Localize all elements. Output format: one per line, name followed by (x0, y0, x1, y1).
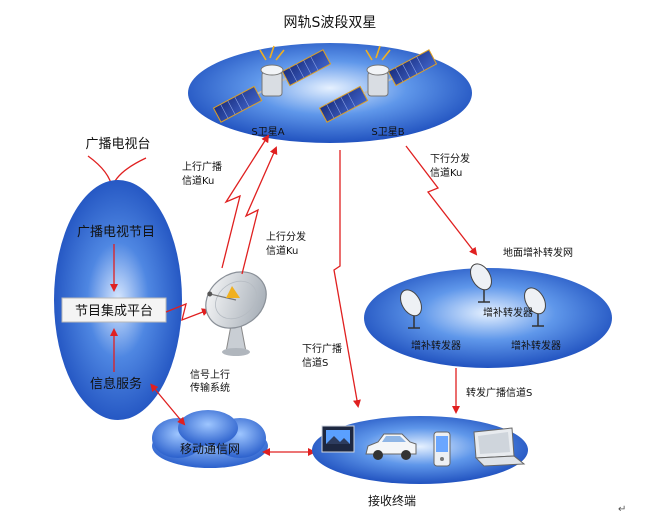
car-icon (365, 433, 417, 460)
satellite-a-icon (212, 45, 332, 123)
uplink-dish-icon (205, 271, 267, 356)
mobile-phone-icon (433, 431, 451, 467)
repeater-label-right: 增补转发器 (511, 339, 561, 352)
vehicle-screen-icon (321, 425, 355, 453)
satellite-a-label: S卫星A (251, 126, 284, 138)
repeater-dish-right-icon (524, 287, 546, 327)
downlink-distribution-label-line1: 下行分发 (430, 152, 470, 165)
repeater-dish-center-icon (470, 263, 492, 303)
repeater-label-center: 增补转发器 (483, 306, 533, 319)
integration-platform-label: 节目集成平台 (75, 303, 153, 319)
terminals-label: 接收终端 (368, 493, 416, 508)
laptop-icon (473, 427, 526, 467)
uplink-distribution-label-line1: 上行分发 (266, 230, 306, 243)
mobile-network-cloud-icon (152, 410, 268, 468)
repeater-label-left: 增补转发器 (411, 339, 461, 352)
uplink-system-label-line1: 信号上行 (190, 368, 230, 381)
uplink-broadcast-label-line1: 上行广播 (182, 160, 222, 173)
downlink-distribution-bolt (405, 145, 478, 256)
footer-return-mark: ↵ (618, 504, 626, 515)
repeater-dish-left-icon (400, 289, 422, 329)
integration-platform-box (61, 297, 167, 323)
program-content-label: 广播电视节目 (77, 225, 155, 240)
info-to-mobile-arrow (150, 383, 186, 426)
uplink-system-label-line2: 传输系统 (190, 381, 230, 394)
downlink-distribution-label-line2: 信道Ku (430, 166, 462, 179)
ground-network-ellipse (364, 268, 612, 368)
satellite-b-label: S卫星B (371, 126, 404, 138)
uplink-broadcast-label-line2: 信道Ku (182, 174, 214, 187)
info-service-label: 信息服务 (90, 376, 142, 392)
downlink-broadcast-label-line2: 信道S (302, 356, 328, 369)
platform-to-uplink-link (165, 302, 210, 322)
uplink-distribution-bolt (241, 146, 278, 275)
broadcast-station-label: 广播电视台 (85, 137, 150, 152)
downlink-broadcast-bolt (333, 150, 361, 408)
downlink-broadcast-label-line1: 下行广播 (302, 342, 342, 355)
uplink-broadcast-bolt (221, 134, 270, 269)
diagram-title: 网轨S波段双星 (284, 15, 377, 31)
mobile-network-label: 移动通信网 (180, 442, 240, 456)
uplink-distribution-label-line2: 信道Ku (266, 244, 298, 257)
ground-network-title: 地面增补转发网 (503, 246, 573, 259)
satellite-b-icon (318, 45, 438, 123)
relay-broadcast-label: 转发广播信道S (466, 386, 532, 399)
